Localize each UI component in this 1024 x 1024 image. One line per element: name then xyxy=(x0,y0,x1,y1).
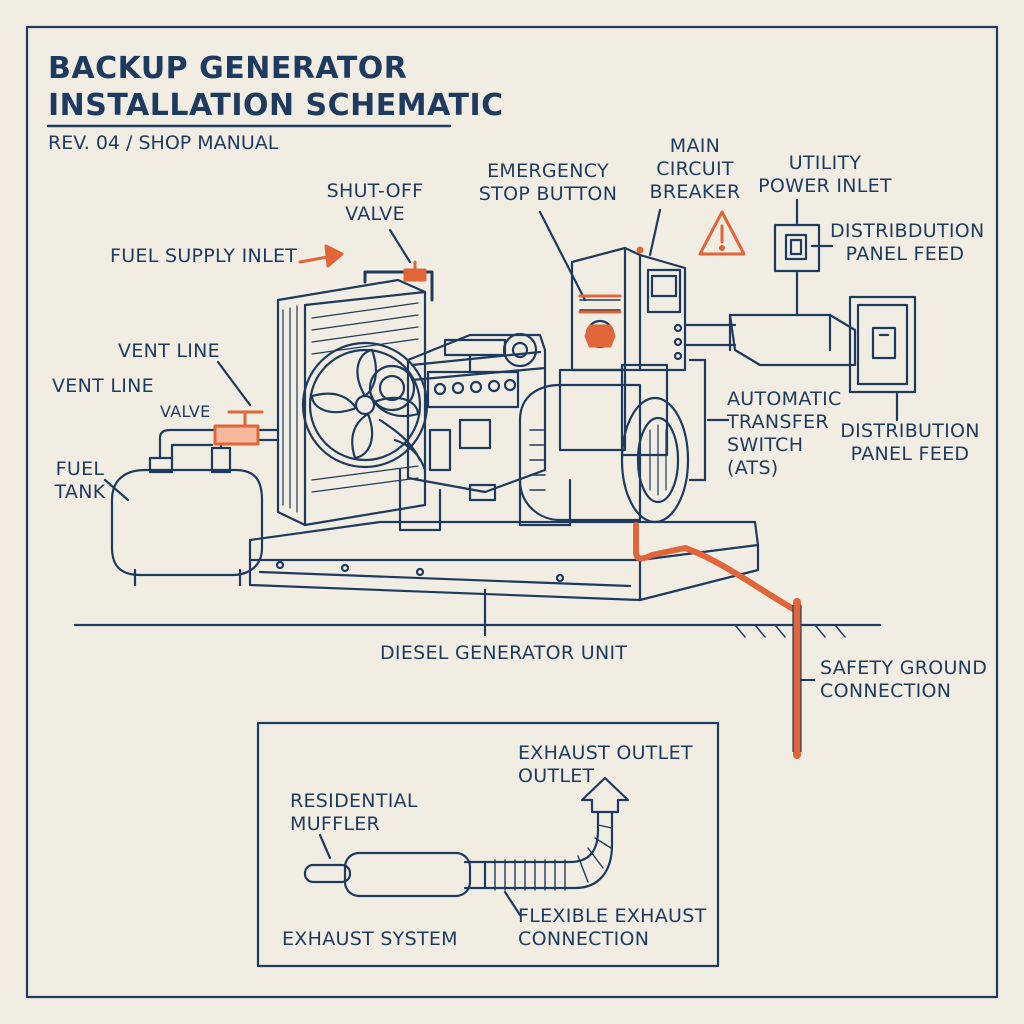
flex-exhaust-pipe xyxy=(483,776,630,917)
page-title: BACKUP GENERATOR INSTALLATION SCHEMATIC xyxy=(48,50,504,124)
exhaust-frame xyxy=(256,721,720,968)
alternator xyxy=(518,363,690,524)
label-emergency-stop: EMERGENCY STOP BUTTON xyxy=(478,160,618,205)
label-main-breaker: MAIN CIRCUIT BREAKER xyxy=(649,135,741,203)
label-valve: VALVE xyxy=(160,402,211,421)
label-exhaust-system: EXHAUST SYSTEM xyxy=(282,928,458,950)
generator-skid xyxy=(248,520,760,602)
warning-triangle xyxy=(698,210,746,256)
vent-valve-body xyxy=(213,424,260,446)
utility-inlet-box xyxy=(773,198,834,317)
ground-rod-outline xyxy=(792,605,802,752)
shutoff-leader xyxy=(388,228,412,264)
engine-block xyxy=(368,332,572,532)
estop-stripes xyxy=(578,294,622,314)
estop-button xyxy=(584,324,616,348)
label-safety-ground: SAFETY GROUND CONNECTION xyxy=(820,657,988,702)
ground-hatch xyxy=(734,624,846,638)
distribution-panel xyxy=(848,295,917,422)
control-panel xyxy=(538,208,687,372)
vent-leader xyxy=(216,360,252,407)
title-line-2: INSTALLATION SCHEMATIC xyxy=(48,88,504,123)
label-fuel-supply-inlet: FUEL SUPPLY INLET xyxy=(110,245,298,267)
fuel-tank xyxy=(103,428,280,587)
label-diesel-generator-unit: DIESEL GENERATOR UNIT xyxy=(380,642,628,664)
label-fuel-tank: FUEL TANK xyxy=(54,458,106,503)
sheet-border xyxy=(25,25,999,999)
label-flexible-exhaust: FLEXIBLE EXHAUST CONNECTION xyxy=(518,905,707,950)
breaker-led xyxy=(636,246,644,254)
fuel-inlet-arrowhead xyxy=(324,244,344,268)
ats-block xyxy=(683,313,857,482)
label-distribution-feed-right: DISTRIBUTION PANEL FEED xyxy=(840,420,980,465)
label-exhaust-outlet: EXHAUST OUTLET OUTLET xyxy=(518,742,693,787)
fuel-supply-pipe xyxy=(363,270,434,302)
revision-label: REV. 04 / SHOP MANUAL xyxy=(48,132,279,154)
label-ats: AUTOMATIC TRANSFER SWITCH (ATS) xyxy=(727,388,842,479)
exhaust-muffler xyxy=(303,833,487,898)
label-distribution-feed-top: DISTRIBDUTION PANEL FEED xyxy=(830,220,985,265)
warning-dot xyxy=(719,245,725,251)
label-utility-inlet: UTILITY POWER INLET xyxy=(758,152,892,197)
ground-cable xyxy=(633,522,798,613)
label-vent-line-upper: VENT LINE xyxy=(118,340,220,362)
label-vent-line-lower: VENT LINE xyxy=(52,375,154,397)
label-shut-off-valve: SHUT-OFF VALVE xyxy=(326,180,424,225)
title-line-1: BACKUP GENERATOR xyxy=(48,51,408,86)
shutoff-valve-body xyxy=(403,268,427,282)
label-residential-muffler: RESIDENTIAL MUFFLER xyxy=(290,790,418,835)
radiator xyxy=(276,278,429,527)
